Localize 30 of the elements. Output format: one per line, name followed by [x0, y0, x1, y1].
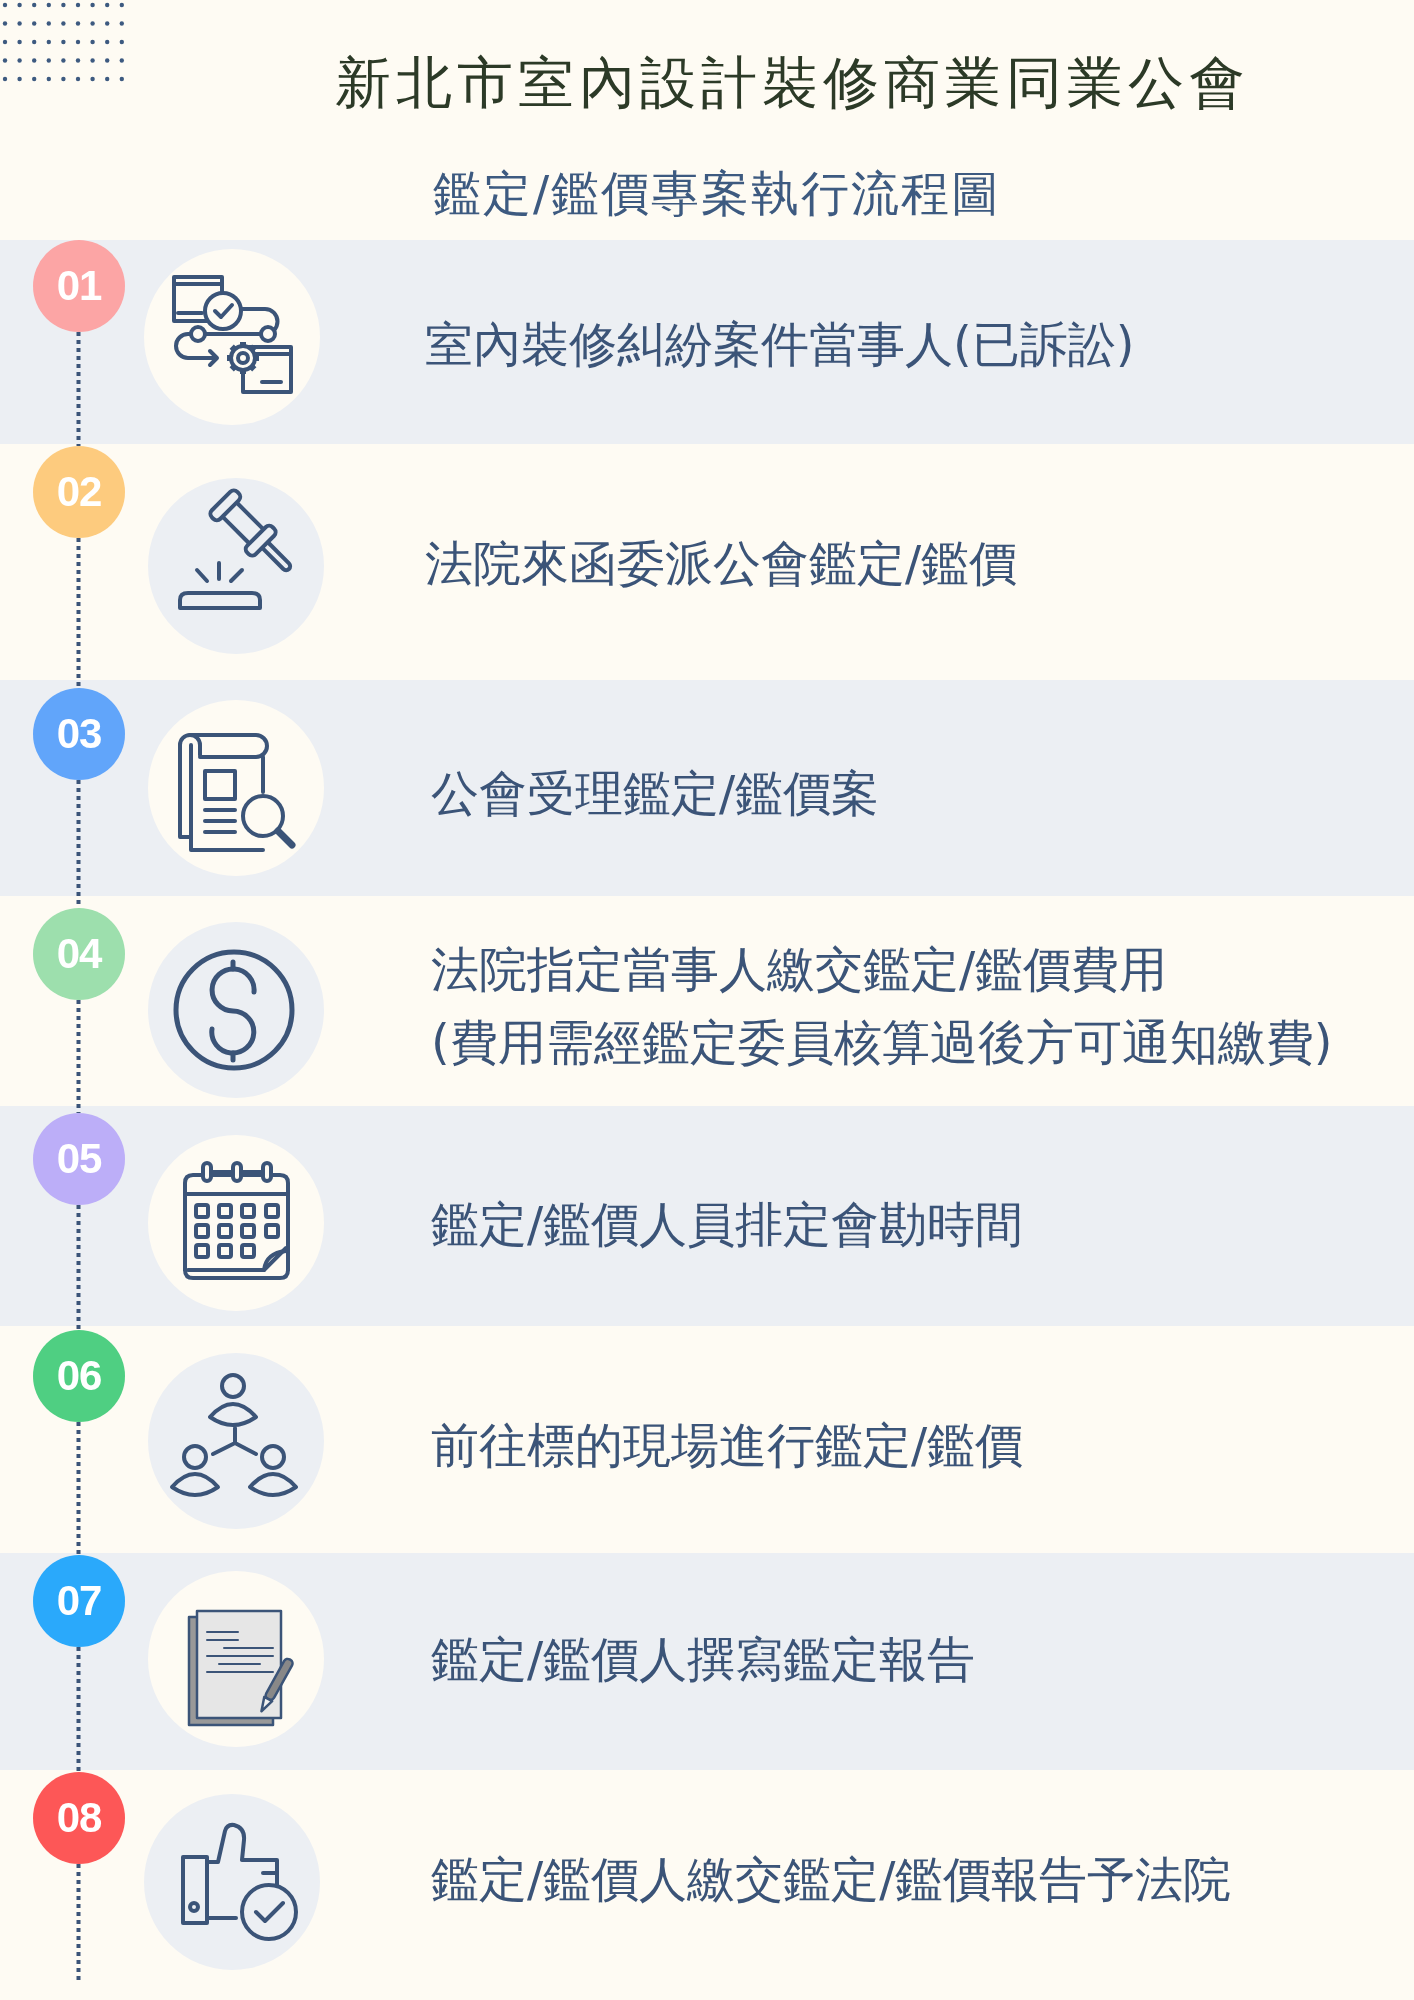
dotted-connector: [76, 1000, 81, 1113]
step-number-circle: 02: [33, 446, 125, 538]
dotted-connector: [76, 538, 81, 688]
step-number-circle: 03: [33, 688, 125, 780]
step-text: 公會受理鑑定/鑑價案: [431, 764, 880, 822]
subtitle: 鑑定/鑑價專案執行流程圖: [433, 164, 1002, 222]
step-text: 鑑定/鑑價人繳交鑑定/鑑價報告予法院: [431, 1850, 1232, 1908]
step-text: 法院指定當事人繳交鑑定/鑑價費用: [431, 940, 1168, 998]
title: 新北市室內設計裝修商業同業公會: [335, 49, 1250, 117]
step-number-circle: 08: [33, 1772, 125, 1864]
step-text: 鑑定/鑑價人員排定會勘時間: [431, 1195, 1024, 1253]
dotted-connector: [76, 1647, 81, 1772]
step-number-circle: 05: [33, 1113, 125, 1205]
step-number-circle: 01: [33, 240, 125, 332]
dotted-connector: [76, 1422, 81, 1555]
step-text: 鑑定/鑑價人撰寫鑑定報告: [431, 1630, 976, 1688]
step-number-circle: 04: [33, 908, 125, 1000]
dotted-connector: [76, 1205, 81, 1330]
step-text: 室內裝修糾紛案件當事人(已訴訟): [425, 315, 1135, 373]
step-row: [0, 1553, 1414, 1770]
step-row: [0, 1106, 1414, 1326]
step-text: 法院來函委派公會鑑定/鑑價: [425, 534, 1018, 592]
step-text: 前往標的現場進行鑑定/鑑價: [431, 1416, 1024, 1474]
step-row: [0, 680, 1414, 896]
step-number-circle: 06: [33, 1330, 125, 1422]
step-number-circle: 07: [33, 1555, 125, 1647]
step-note: (費用需經鑑定委員核算過後方可通知繳費): [431, 1013, 1333, 1071]
step-row: [0, 240, 1414, 444]
dotted-connector: [76, 332, 81, 446]
dotted-connector: [76, 1864, 81, 1980]
